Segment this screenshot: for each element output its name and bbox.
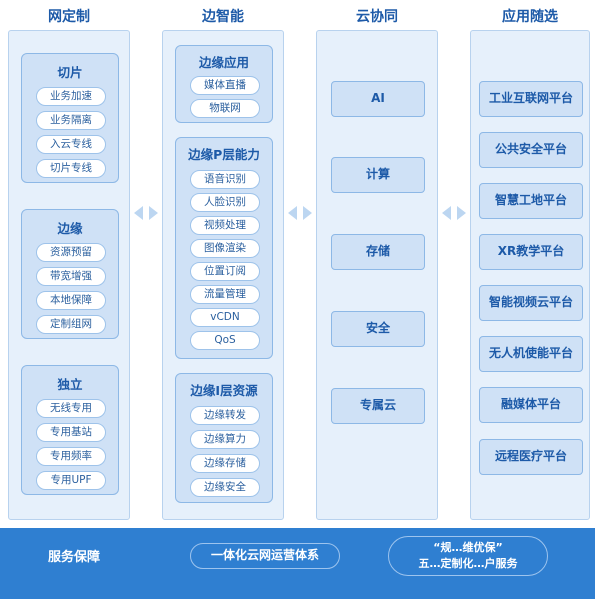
group-independent: 独立 无线专用 专用基站 专用频率 专用UPF bbox=[21, 365, 119, 495]
platform-item: 远程医疗平台 bbox=[479, 439, 583, 475]
iaas-item: 边缘转发 bbox=[190, 406, 260, 425]
edge-app-item: 物联网 bbox=[190, 99, 260, 118]
independent-item: 专用基站 bbox=[36, 423, 106, 442]
platform-item: 工业互联网平台 bbox=[479, 81, 583, 117]
column-title-network: 网定制 bbox=[48, 9, 90, 25]
group-title: 独立 bbox=[57, 377, 83, 392]
column-title-edge-intelligence: 边智能 bbox=[202, 9, 244, 25]
cloud-item-storage: 存储 bbox=[331, 234, 425, 270]
platform-item: 智慧工地平台 bbox=[479, 183, 583, 219]
edge-item: 定制组网 bbox=[36, 315, 106, 334]
cloud-item-compute: 计算 bbox=[331, 157, 425, 193]
column-cloud-collaboration: AI 计算 存储 安全 专属云 bbox=[316, 30, 438, 520]
paas-item: 人脸识别 bbox=[190, 193, 260, 212]
column-network: 切片 业务加速 业务隔离 入云专线 切片专线 边缘 资源预留 带宽增强 本地保障… bbox=[8, 30, 130, 520]
custom-service-pill: “规…维优保” 五…定制化…户服务 bbox=[388, 536, 548, 576]
column-app-selection: 工业互联网平台 公共安全平台 智慧工地平台 XR教学平台 智能视频云平台 无人机… bbox=[470, 30, 590, 520]
group-edge-iaas: 边缘I层资源 边缘转发 边缘算力 边缘存储 边缘安全 bbox=[175, 373, 273, 503]
slice-item: 切片专线 bbox=[36, 159, 106, 178]
paas-item: 视频处理 bbox=[190, 216, 260, 235]
platform-item: XR教学平台 bbox=[479, 234, 583, 270]
edge-item: 资源预留 bbox=[36, 243, 106, 262]
group-slice: 切片 业务加速 业务隔离 入云专线 切片专线 bbox=[21, 53, 119, 183]
column-title-cloud-collaboration: 云协同 bbox=[356, 9, 398, 25]
independent-item: 无线专用 bbox=[36, 399, 106, 418]
paas-item: 语音识别 bbox=[190, 170, 260, 189]
group-title: 边缘P层能力 bbox=[188, 147, 260, 162]
slice-item: 业务隔离 bbox=[36, 111, 106, 130]
group-edge: 边缘 资源预留 带宽增强 本地保障 定制组网 bbox=[21, 209, 119, 339]
iaas-item: 边缘安全 bbox=[190, 478, 260, 497]
custom-service-line1: “规…维优保” bbox=[433, 541, 503, 554]
paas-item: 流量管理 bbox=[190, 285, 260, 304]
iaas-item: 边缘算力 bbox=[190, 430, 260, 449]
service-bar bbox=[0, 528, 595, 599]
independent-item: 专用UPF bbox=[36, 471, 106, 490]
independent-item: 专用频率 bbox=[36, 447, 106, 466]
group-edge-apps: 边缘应用 媒体直播 物联网 bbox=[175, 45, 273, 123]
paas-item: QoS bbox=[190, 331, 260, 350]
platform-item: 公共安全平台 bbox=[479, 132, 583, 168]
edge-item: 本地保障 bbox=[36, 291, 106, 310]
column-title-app-selection: 应用随选 bbox=[502, 9, 558, 25]
platform-item: 智能视频云平台 bbox=[479, 285, 583, 321]
double-arrow-icon bbox=[131, 204, 161, 222]
iaas-item: 边缘存储 bbox=[190, 454, 260, 473]
custom-service-line2: 五…定制化…户服务 bbox=[418, 557, 518, 570]
group-title: 边缘I层资源 bbox=[190, 383, 258, 398]
double-arrow-icon bbox=[285, 204, 315, 222]
slice-item: 入云专线 bbox=[36, 135, 106, 154]
cloud-item-dedicated-cloud: 专属云 bbox=[331, 388, 425, 424]
platform-item: 融媒体平台 bbox=[479, 387, 583, 423]
slice-item: 业务加速 bbox=[36, 87, 106, 106]
group-edge-paas: 边缘P层能力 语音识别 人脸识别 视频处理 图像渲染 位置订阅 流量管理 vCD… bbox=[175, 137, 273, 359]
operations-pill: 一体化云网运营体系 bbox=[190, 543, 340, 569]
group-title: 边缘 bbox=[57, 221, 83, 236]
paas-item: 图像渲染 bbox=[190, 239, 260, 258]
paas-item: 位置订阅 bbox=[190, 262, 260, 281]
cloud-item-ai: AI bbox=[331, 81, 425, 117]
edge-item: 带宽增强 bbox=[36, 267, 106, 286]
edge-app-item: 媒体直播 bbox=[190, 76, 260, 95]
cloud-item-security: 安全 bbox=[331, 311, 425, 347]
service-label: 服务保障 bbox=[48, 550, 101, 565]
double-arrow-icon bbox=[439, 204, 469, 222]
group-title: 边缘应用 bbox=[198, 55, 249, 70]
column-edge-intelligence: 边缘应用 媒体直播 物联网 边缘P层能力 语音识别 人脸识别 视频处理 图像渲染… bbox=[162, 30, 284, 520]
paas-item: vCDN bbox=[190, 308, 260, 327]
group-title: 切片 bbox=[57, 65, 83, 80]
platform-item: 无人机使能平台 bbox=[479, 336, 583, 372]
